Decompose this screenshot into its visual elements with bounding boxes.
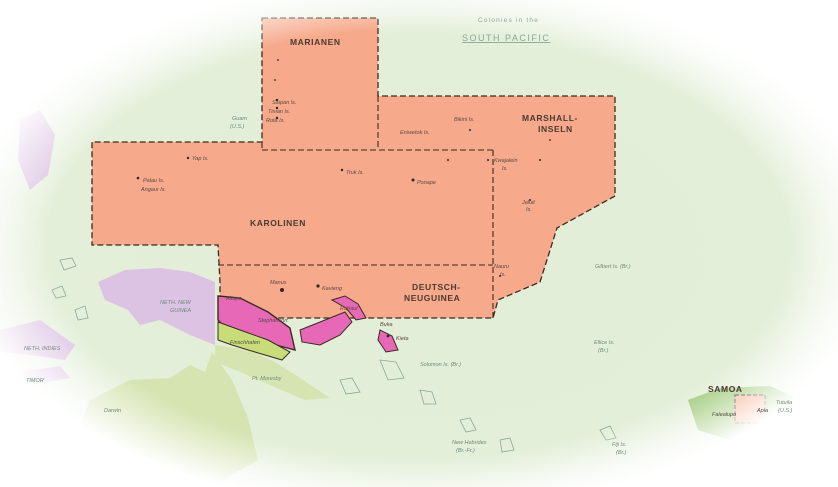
label-neth-new-guinea-1: NETH. NEW	[160, 300, 192, 306]
label-kieta: Kieta	[396, 336, 409, 342]
label-stephansort: Stephansort	[258, 318, 288, 324]
label-palau: Palau Is.	[143, 178, 164, 184]
label-fiji-1: Fiji Is.	[612, 442, 626, 448]
map-title-line1: Colonies in the	[478, 17, 539, 24]
label-marshall-1: MARSHALL-	[522, 113, 578, 123]
label-apia: Apia	[756, 408, 768, 414]
label-marshall-2: INSELN	[538, 124, 573, 134]
label-new-hebrides-1: New Hebrides	[452, 440, 487, 446]
label-new-hebrides-2: (Br.-Fr.)	[456, 448, 475, 454]
label-jaluit-1: Jaluit	[521, 200, 535, 206]
label-marianen: MARIANEN	[290, 37, 341, 47]
label-kwajalein-2: Is.	[502, 166, 508, 172]
label-timor: TIMOR	[26, 378, 44, 384]
label-neth-new-guinea-2: GUINEA	[170, 308, 191, 314]
label-kavieng: Kavieng	[322, 286, 343, 292]
label-samoa: SAMOA	[708, 384, 743, 394]
label-fiji-2: (Br.)	[616, 450, 627, 456]
label-finschhafen: Finschhafen	[230, 340, 260, 346]
label-yap: Yap Is.	[192, 156, 209, 162]
label-tutuila: Tutuila	[776, 400, 792, 406]
label-manus: Manus	[270, 280, 287, 286]
label-bikini: Bikini Is.	[454, 117, 474, 123]
label-tutuila-us: (U.S.)	[778, 408, 793, 414]
label-solomon: Solomon Is. (Br.)	[420, 362, 461, 368]
label-ellice-2: (Br.)	[598, 348, 609, 354]
label-neth-indies: NETH. INDIES	[24, 346, 61, 352]
label-karolinen: KAROLINEN	[250, 218, 306, 228]
label-jaluit-2: Is.	[526, 207, 532, 213]
label-nauru-2: Is.	[500, 272, 506, 278]
label-nauru-1: Nauru	[494, 264, 509, 270]
label-darwin: Darwin	[104, 408, 121, 414]
label-kwajalein-1: Kwajalein	[494, 158, 518, 164]
label-port-moresby: Pt. Moresby	[252, 376, 283, 382]
label-rota: Rota Is.	[266, 118, 285, 124]
label-guam: Guam	[232, 116, 247, 122]
label-ellice-1: Ellice Is.	[594, 340, 614, 346]
label-falealupo: Falealupo	[712, 412, 736, 418]
label-guam-us: (U.S.)	[230, 124, 245, 130]
label-neuguinea-2: NEUGUINEA	[404, 293, 460, 303]
map-title-line2: SOUTH PACIFIC	[462, 33, 550, 43]
label-aitape: Aitape	[225, 296, 242, 302]
label-tinian: Tinian Is.	[268, 109, 290, 115]
label-angaur: Angaur Is.	[140, 187, 166, 193]
label-eniwetok: Eniwetok Is.	[400, 130, 430, 136]
label-saipan: Saipan Is.	[272, 100, 296, 106]
label-neuguinea-1: DEUTSCH-	[412, 282, 461, 292]
label-rabaul: Rabaul	[340, 306, 358, 312]
label-gilbert: Gilbert Is. (Br.)	[595, 264, 631, 270]
label-truk: Truk Is.	[346, 170, 364, 176]
label-ponape: Ponape	[417, 180, 436, 186]
label-buka: Buka	[380, 322, 393, 328]
